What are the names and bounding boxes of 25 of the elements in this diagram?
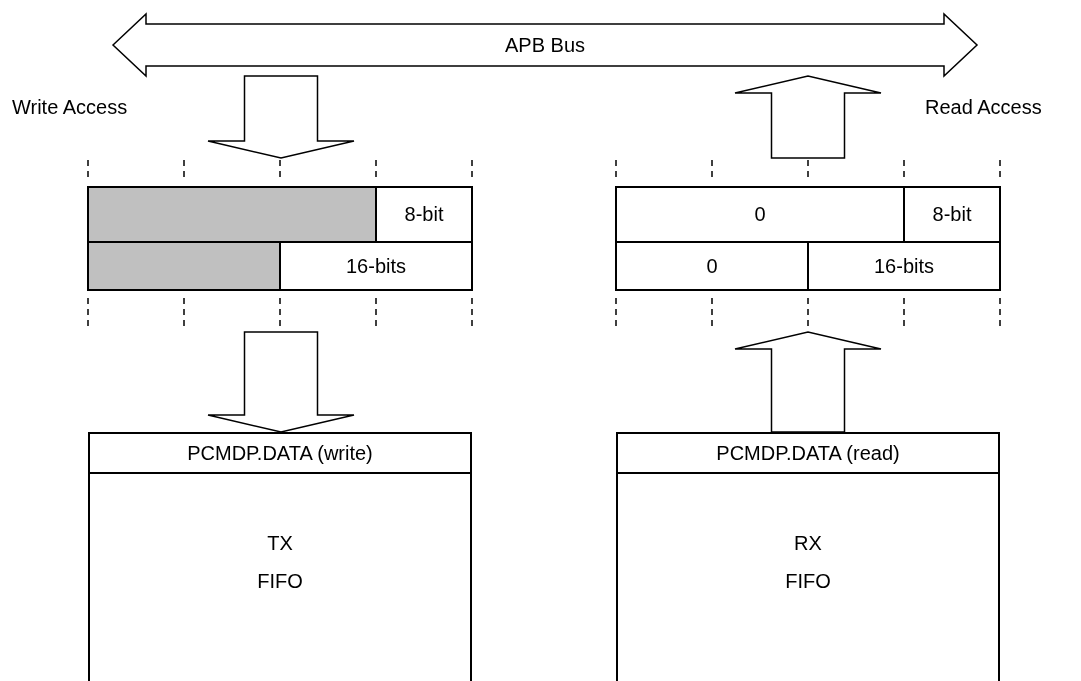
bit-field [615, 241, 809, 291]
field-label: 16-bits [346, 254, 406, 278]
register-name: PCMDP.DATA (read) [618, 434, 998, 474]
field-label: 8-bit [404, 203, 444, 226]
register-name: PCMDP.DATA (write) [90, 434, 470, 474]
bit-field [903, 186, 1001, 243]
field-label: 0 [706, 254, 718, 278]
bit-field [615, 186, 905, 243]
block-arrow [734, 75, 882, 159]
bit-field [375, 186, 473, 243]
fifo-label: TX FIFO [256, 531, 304, 594]
fifo-block [616, 432, 1000, 681]
shaded-field [87, 186, 377, 243]
bit-field [807, 241, 1001, 291]
field-label: 8-bit [932, 203, 972, 226]
fifo-block [88, 432, 472, 681]
shaded-field [87, 241, 281, 291]
block-arrow [207, 331, 355, 433]
block-arrow [734, 331, 882, 433]
block-arrow [207, 75, 355, 159]
bus-label: APB Bus [504, 33, 585, 57]
fifo-label: RX FIFO [784, 531, 832, 594]
field-label: 16-bits [874, 254, 934, 278]
field-label: 0 [754, 203, 766, 226]
bit-field [279, 241, 473, 291]
